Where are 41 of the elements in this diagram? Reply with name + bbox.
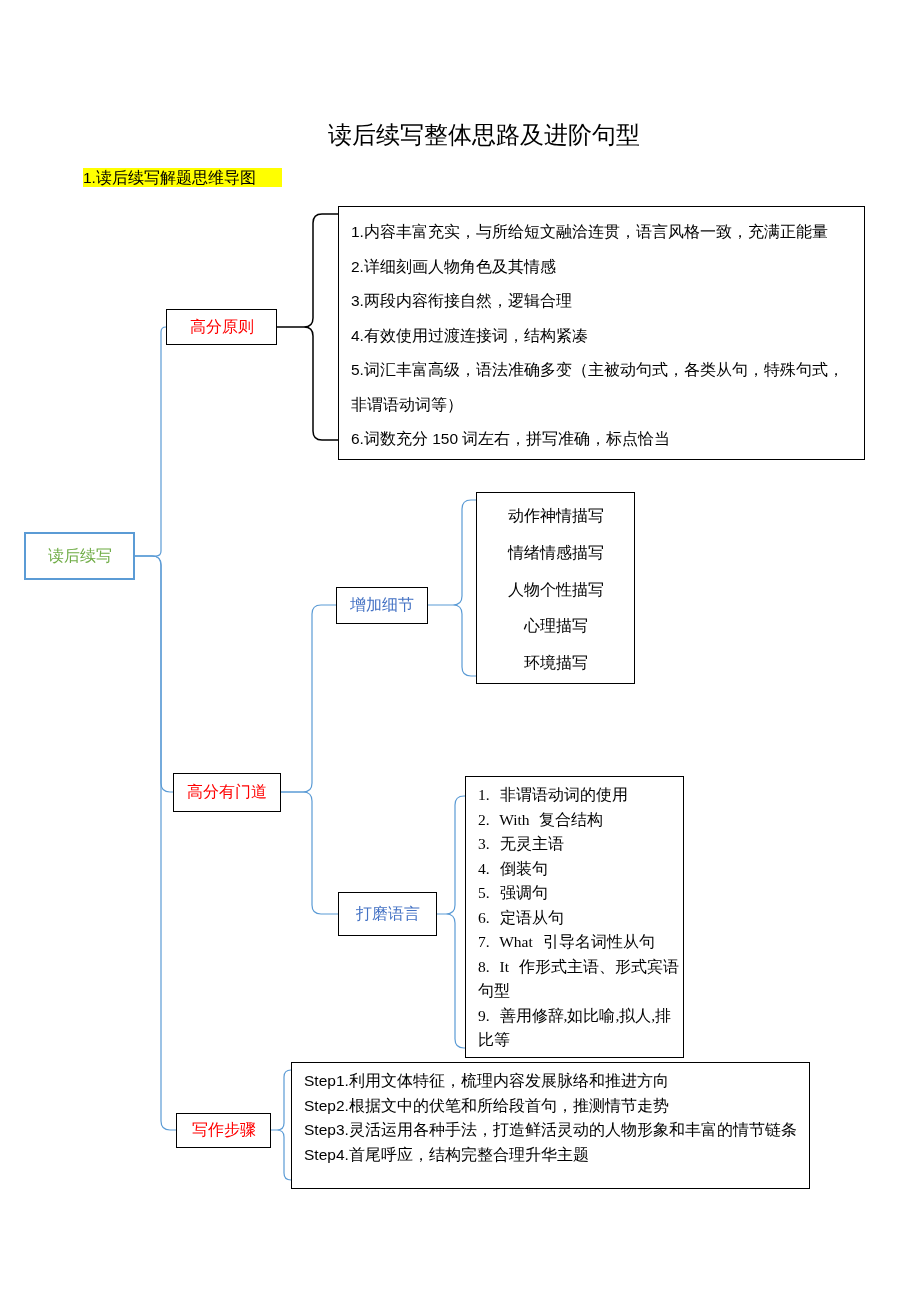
highlighted-heading: 1.读后续写解题思维导图 (83, 168, 282, 187)
list-item: Step3.灵活运用各种手法，打造鲜活灵动的人物形象和丰富的情节链条 (304, 1120, 797, 1140)
brace-connector (134, 555, 177, 1131)
topic-box: 读后续写 (24, 532, 135, 580)
brace-connector (270, 1069, 292, 1181)
list-item: Step4.首尾呼应，结构完整合理升华主题 (304, 1144, 589, 1165)
list-item: 人物个性描写 (507, 579, 604, 600)
list-item: 2. With 复合结构 (478, 809, 604, 830)
branch-box: 高分有门道 (173, 773, 281, 812)
list-item: 3. 无灵主语 (478, 834, 564, 854)
brace-connector (280, 791, 339, 915)
list-item: 心理描写 (523, 616, 588, 637)
title: 读后续写整体思路及进阶句型 (328, 120, 640, 150)
list-item: 3.两段内容衔接自然，逻辑合理 (351, 291, 572, 311)
list-item: Step1.利用文体特征，梳理内容发展脉络和推进方向 (304, 1071, 669, 1091)
brace-connector (276, 213, 339, 441)
list-item: 5.词汇丰富高级，语法准确多变（主被动句式，各类从句，特殊句式，非谓语动词等） (351, 360, 845, 415)
list-item: 1.内容丰富充实，与所给短文融洽连贯，语言风格一致，充满正能量 (351, 222, 828, 242)
branch-box: 高分原则 (166, 309, 277, 345)
list-item: 环境描写 (523, 653, 588, 673)
list-item: 4.有效使用过渡连接词，结构紧凑 (351, 325, 588, 346)
list-box (476, 492, 635, 684)
list-item: 情绪情感描写 (507, 542, 604, 563)
list-box (338, 206, 865, 460)
branch-box: 写作步骤 (176, 1113, 271, 1148)
list-item: 6.词数充分 150 词左右，拼写准确，标点恰当 (351, 429, 671, 449)
list-item: 动作神情描写 (507, 506, 604, 526)
list-item: Step2.根据文中的伏笔和所给段首句，推测情节走势 (304, 1095, 669, 1116)
list-box (465, 776, 684, 1058)
list-box (291, 1062, 810, 1189)
list-item: 6. 定语从句 (478, 907, 564, 928)
list-item: 5. 强调句 (478, 883, 548, 903)
brace-connector (436, 795, 466, 1049)
list-item: 9. 善用修辞,如比喻,拟人,排比等 (478, 1005, 673, 1050)
list-item: 7. What 引导名词性从句 (478, 932, 655, 952)
branch-box: 打磨语言 (338, 892, 437, 936)
list-item: 8. It 作形式主语、形式宾语句型 (478, 956, 680, 1001)
list-item: 1. 非谓语动词的使用 (478, 785, 628, 805)
list-item: 4. 倒装句 (478, 858, 548, 879)
branch-box: 增加细节 (336, 587, 428, 624)
list-item: 2.详细刻画人物角色及其情感 (351, 256, 556, 277)
